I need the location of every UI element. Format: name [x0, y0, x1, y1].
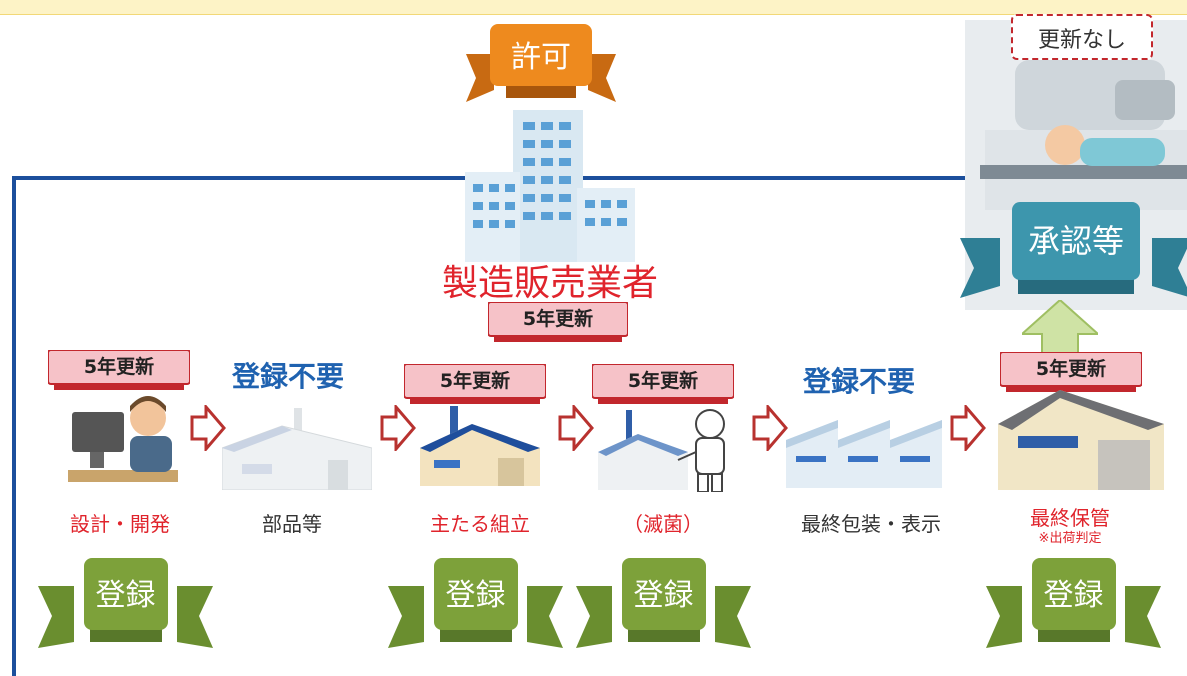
- warehouse-illustration: [998, 390, 1164, 490]
- approval-label: 承認等: [1027, 222, 1124, 260]
- no-renewal-box: 更新なし: [1011, 14, 1153, 60]
- engineer-at-computer-illustration: [68, 390, 183, 490]
- permit-ribbon: 許可: [466, 18, 616, 102]
- no-registration-note-packaging: 登録不要: [803, 365, 916, 398]
- top-banner-strip: [0, 0, 1187, 15]
- step-label-storage: 最終保管: [1030, 506, 1110, 530]
- renewal-tag-design: 5年更新: [48, 350, 190, 394]
- manufacturer-label: 製造販売業者: [441, 263, 658, 304]
- step-sublabel-storage: ※出荷判定: [1038, 531, 1102, 546]
- assembly-factory-illustration: [420, 406, 540, 486]
- registration-ribbon-storage: 登録: [986, 556, 1161, 648]
- office-building-illustration: [465, 110, 635, 262]
- no-registration-note-parts: 登録不要: [232, 360, 345, 393]
- sterilization-worker-illustration: [598, 400, 738, 493]
- renewal-tag-sterilization: 5年更新: [592, 364, 734, 408]
- parts-factory-illustration: [221, 408, 373, 491]
- registration-ribbon-design: 登録: [38, 556, 213, 648]
- flow-arrow-5: [950, 402, 986, 454]
- approval-ribbon: 承認等: [960, 198, 1187, 298]
- step-label-assembly: 主たる組立: [430, 512, 530, 536]
- step-label-sterilization: （滅菌）: [623, 512, 703, 536]
- renewal-tag-storage: 5年更新: [1000, 352, 1142, 396]
- manufacturer-renewal-tag: 5年更新: [488, 302, 628, 346]
- no-renewal-label: 更新なし: [1037, 28, 1126, 53]
- flow-arrow-2: [380, 402, 416, 454]
- manufacturer-frame: [12, 176, 1187, 676]
- flow-arrow-4: [752, 402, 788, 454]
- renewal-tag-assembly: 5年更新: [404, 364, 546, 408]
- flow-arrow-3: [558, 402, 594, 454]
- registration-ribbon-assembly: 登録: [388, 556, 563, 648]
- approval-ribbon-shape: [960, 202, 1187, 298]
- flow-arrow-1: [190, 402, 226, 454]
- permit-ribbon-shape: [466, 24, 616, 102]
- permit-label: 許可: [511, 40, 571, 75]
- step-label-parts: 部品等: [262, 512, 322, 536]
- step-label-design: 設計・開発: [70, 512, 170, 536]
- registration-ribbon-sterilization: 登録: [576, 556, 751, 648]
- step-label-packaging: 最終包装・表示: [801, 512, 941, 536]
- packaging-factory-illustration: [786, 410, 948, 488]
